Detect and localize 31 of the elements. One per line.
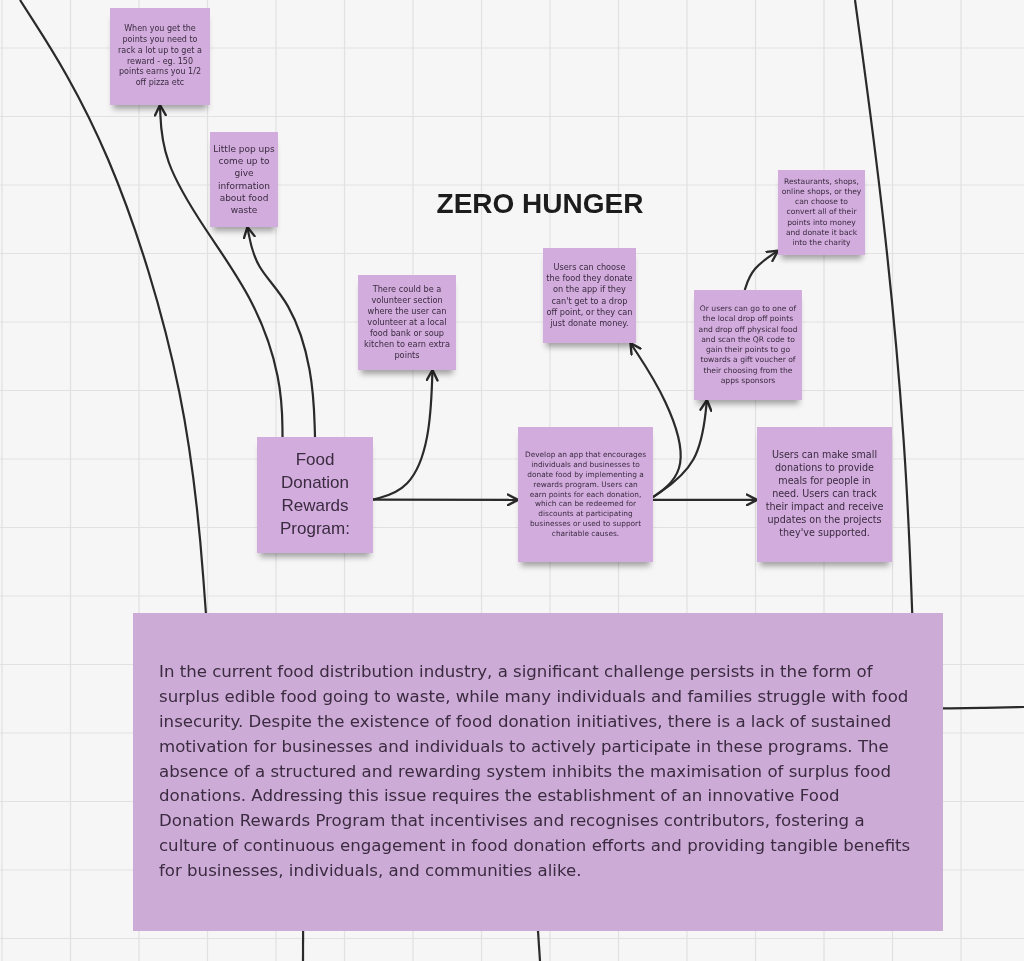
note-text: Little pop ups come up to give information about food waste (213, 143, 275, 216)
note-text: Users can make small donations to provide meals for people in need. Users can track their impact and receive updates on the projects they've supported. (765, 449, 884, 540)
arrow (372, 368, 439, 501)
connector-line (943, 705, 1024, 710)
sticky-note (210, 132, 278, 227)
sticky-note (694, 290, 802, 400)
sticky-note (358, 275, 456, 370)
note-text: In the current food distribution industry, a significant challenge persists in the form of surplus edible food going to waste, while many individuals and families struggle with food insecurity. Despite the existence of food donation initiatives, there is a lack of sustained motivation for businesses and individuals to actively participate in these programs. The absence of a structured and rewarding system inhibits the maximisation of surplus food donations. Addressing this issue requires the establishment of an innovative Food Donation Rewards Program that incentivises and recognises contributors, fostering a culture of continuous engagement in food donation efforts and providing tangible benefits for businesses, individuals, and communities alike. (159, 661, 912, 883)
arrow (629, 341, 682, 499)
sticky-note (757, 427, 892, 562)
problem-statement-card (133, 613, 943, 931)
sticky-note (518, 427, 653, 562)
note-text: When you get the points you need to rack a lot up to get a reward - eg. 150 points earns you 1/2 off pizza etc (117, 24, 203, 89)
title: ZERO HUNGER (435, 188, 645, 220)
arrow (743, 249, 780, 291)
sticky-note (543, 248, 636, 343)
sticky-note (778, 170, 865, 255)
sticky-note (110, 8, 210, 105)
arrow (242, 225, 317, 438)
note-text: There could be a volunteer section where the user can volunteer at a local food bank or soup kitchen to earn extra points (363, 283, 451, 362)
connector-line (853, 0, 914, 614)
connector-line (536, 930, 542, 961)
connector-line (19, 0, 207, 614)
arrow (653, 493, 759, 507)
sticky-note (257, 437, 373, 553)
connector-line (301, 931, 305, 961)
arrow (153, 103, 284, 437)
note-text: Food Donation Rewards Program: (279, 449, 351, 540)
arrow (373, 493, 520, 507)
note-text: Users can choose the food they donate on the app if they can't get to a drop off point, or they can just donate money. (546, 262, 633, 329)
arrow (652, 398, 713, 499)
